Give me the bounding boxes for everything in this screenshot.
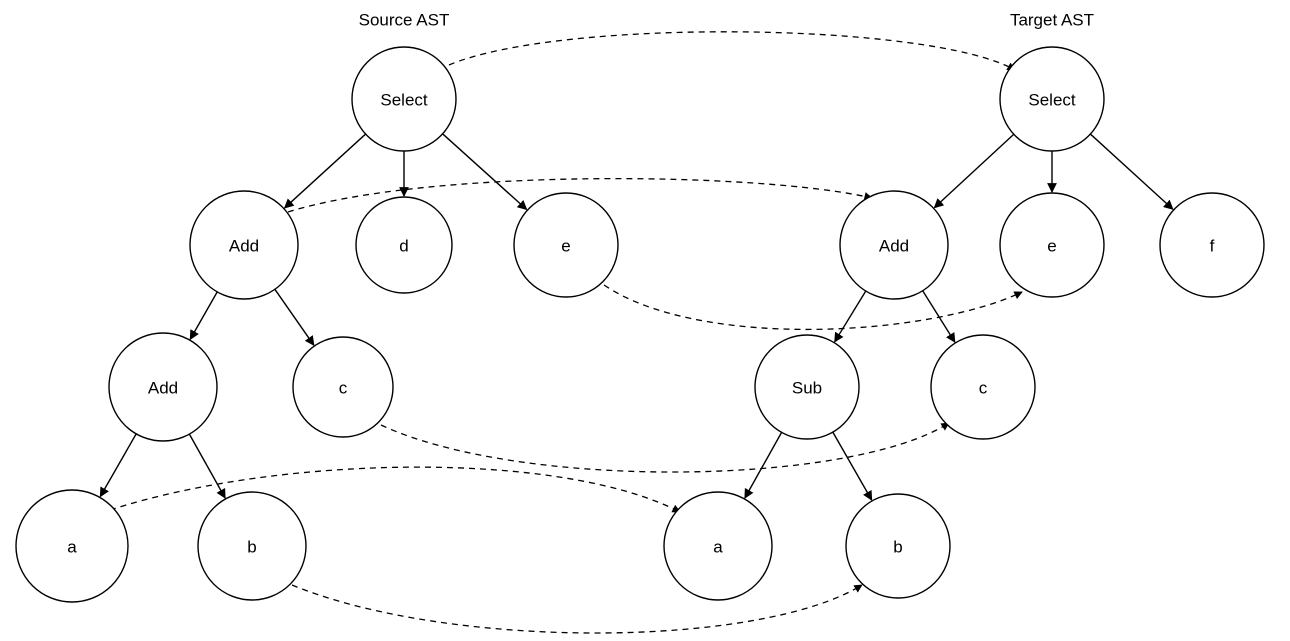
- node-label-t-a: a: [713, 538, 723, 557]
- tree-edge-t-select-to-t-add: [933, 133, 1015, 209]
- node-circle-s-add2: [108, 332, 218, 442]
- node-t-a[interactable]: a: [663, 491, 773, 601]
- node-circle-s-a: [15, 489, 129, 603]
- map-b: [291, 584, 863, 634]
- captions-group: Source AST Target AST: [359, 11, 1094, 30]
- node-t-c[interactable]: c: [930, 334, 1036, 440]
- node-circle-s-add1: [189, 190, 299, 300]
- node-circle-t-add: [839, 190, 949, 300]
- node-label-s-add1: Add: [229, 237, 259, 256]
- node-circle-t-e: [999, 192, 1105, 298]
- node-circle-t-f: [1159, 192, 1265, 298]
- node-circle-s-c: [292, 336, 394, 438]
- node-circle-s-d: [355, 196, 453, 294]
- source-tree-edges: [99, 133, 528, 499]
- node-t-select[interactable]: Select: [999, 46, 1105, 152]
- node-label-t-add: Add: [879, 237, 909, 256]
- node-circle-s-select: [351, 46, 457, 152]
- tree-edge-t-add-to-t-c: [922, 290, 956, 343]
- tree-edge-t-select-to-t-f: [1089, 133, 1174, 210]
- node-label-s-select: Select: [380, 91, 428, 110]
- node-circle-t-sub: [754, 334, 860, 440]
- node-label-t-select: Select: [1028, 91, 1076, 110]
- node-label-t-sub: Sub: [792, 379, 822, 398]
- map-c: [380, 422, 950, 473]
- tree-edge-t-sub-to-t-b: [832, 431, 873, 501]
- caption-target: Target AST: [1010, 11, 1094, 30]
- node-circle-s-b: [197, 491, 307, 601]
- node-s-add2[interactable]: Add: [108, 332, 218, 442]
- node-t-sub[interactable]: Sub: [754, 334, 860, 440]
- node-label-t-f: f: [1210, 237, 1215, 256]
- tree-edge-t-sub-to-t-a: [744, 432, 783, 499]
- node-s-add1[interactable]: Add: [189, 190, 299, 300]
- node-label-t-e: e: [1047, 237, 1056, 256]
- target-tree-edges: [744, 133, 1174, 501]
- node-s-e[interactable]: e: [513, 192, 619, 298]
- node-s-d[interactable]: d: [355, 196, 453, 294]
- node-s-b[interactable]: b: [197, 491, 307, 601]
- node-t-add[interactable]: Add: [839, 190, 949, 300]
- map-select: [448, 31, 1016, 71]
- node-circle-s-e: [513, 192, 619, 298]
- tree-edge-s-select-to-s-e: [442, 133, 528, 211]
- node-t-b[interactable]: b: [845, 493, 951, 599]
- node-label-s-d: d: [399, 237, 408, 256]
- node-label-s-add2: Add: [148, 379, 178, 398]
- node-s-select[interactable]: Select: [351, 46, 457, 152]
- node-s-c[interactable]: c: [292, 336, 394, 438]
- node-label-t-c: c: [979, 379, 988, 398]
- node-t-f[interactable]: f: [1159, 192, 1265, 298]
- node-circle-t-select: [999, 46, 1105, 152]
- tree-edge-s-add1-to-s-add2: [189, 291, 218, 341]
- tree-edge-s-add2-to-s-a: [99, 433, 137, 498]
- map-a: [109, 466, 681, 513]
- node-label-s-c: c: [339, 379, 348, 398]
- node-circle-t-b: [845, 493, 951, 599]
- node-s-a[interactable]: a: [15, 489, 129, 603]
- caption-source: Source AST: [359, 11, 450, 30]
- node-label-s-e: e: [561, 237, 570, 256]
- map-add: [287, 177, 873, 213]
- node-t-e[interactable]: e: [999, 192, 1105, 298]
- node-label-s-a: a: [67, 538, 77, 557]
- node-circle-t-c: [930, 334, 1036, 440]
- node-label-s-b: b: [247, 538, 256, 557]
- tree-edge-s-add1-to-s-c: [274, 288, 315, 346]
- node-circle-t-a: [663, 491, 773, 601]
- map-e: [603, 284, 1023, 331]
- tree-edge-s-add2-to-s-b: [188, 433, 226, 499]
- tree-edge-s-select-to-s-add1: [283, 133, 367, 209]
- mapping-edges: [109, 31, 1023, 634]
- tree-edge-t-add-to-t-sub: [834, 290, 867, 343]
- node-label-t-b: b: [893, 538, 902, 557]
